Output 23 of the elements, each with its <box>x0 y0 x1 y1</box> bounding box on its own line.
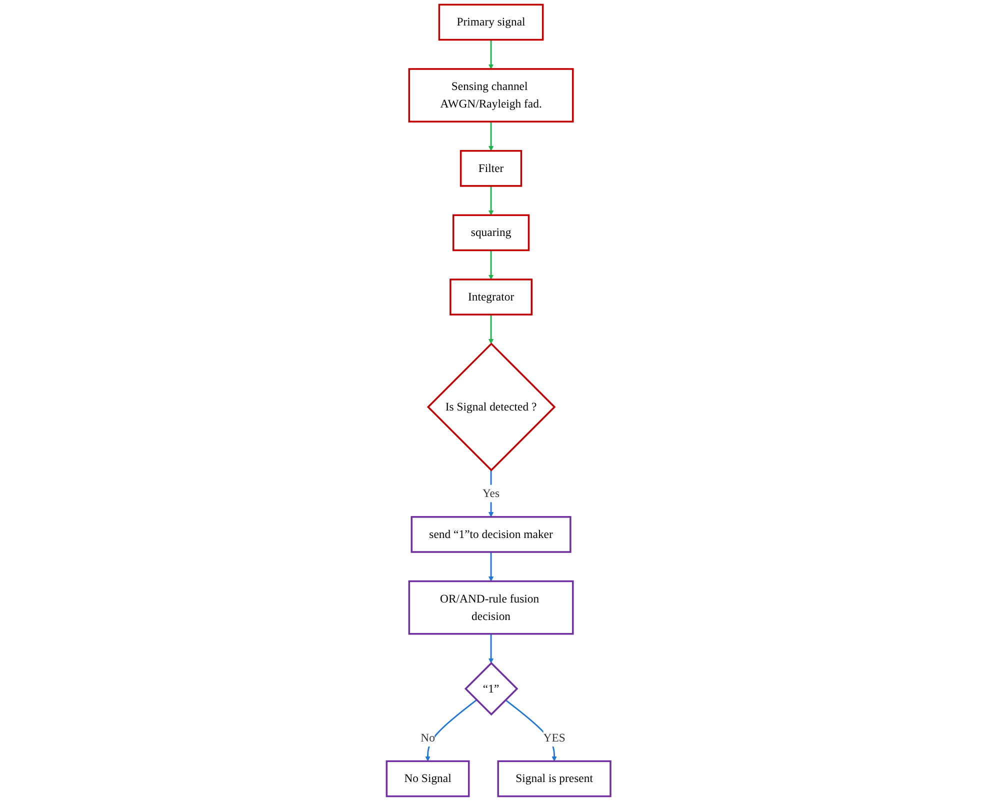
arrow <box>488 250 494 280</box>
node-box: Primary signal <box>438 4 544 41</box>
arrow <box>504 699 557 762</box>
node-box: send “1”to decision maker <box>410 516 572 553</box>
node-box: No Signal <box>386 760 470 798</box>
arrow <box>488 314 494 344</box>
node-box: Sensing channel AWGN/Rayleigh fad. <box>408 68 574 123</box>
arrow <box>488 634 494 664</box>
edge-label: Yes <box>482 487 500 500</box>
node-box: Signal is present <box>497 760 612 798</box>
node-box: Integrator <box>449 278 532 316</box>
node-box: OR/AND-rule fusion decision <box>408 580 574 635</box>
arrow <box>488 40 494 70</box>
edge-label: YES <box>543 731 566 744</box>
node-diamond: “1” <box>464 662 518 716</box>
node-diamond: Is Signal detected ? <box>426 342 556 472</box>
arrow <box>488 186 494 216</box>
node-box: Filter <box>460 150 522 187</box>
edge-label: No <box>420 731 435 744</box>
arrow <box>488 122 494 152</box>
arrow <box>425 699 477 762</box>
node-box: squaring <box>452 214 530 252</box>
arrow <box>488 552 494 582</box>
